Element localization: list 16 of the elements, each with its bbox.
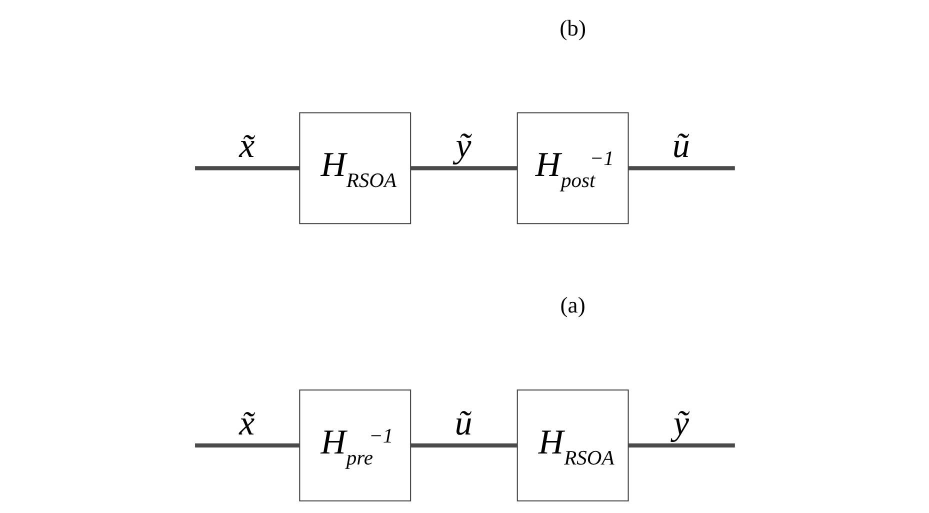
edge-label: ỹ — [672, 402, 688, 442]
connector — [410, 442, 517, 447]
connector — [194, 442, 299, 447]
node-box: H$_{RSOA}$ — [516, 388, 628, 501]
edge-label: ũ — [454, 402, 472, 442]
node-box: H$_{RSOA}$ — [298, 112, 411, 224]
connector — [628, 442, 734, 447]
label: (b) — [559, 14, 586, 40]
edge-label: x̃ — [238, 402, 254, 442]
connector — [194, 166, 299, 170]
edge-label: ỹ — [455, 126, 471, 165]
connector — [628, 166, 734, 170]
connector — [410, 166, 517, 170]
edge-label: ũ — [672, 126, 690, 165]
label: (a) — [560, 292, 585, 318]
edge-label: x̃ — [238, 126, 254, 165]
